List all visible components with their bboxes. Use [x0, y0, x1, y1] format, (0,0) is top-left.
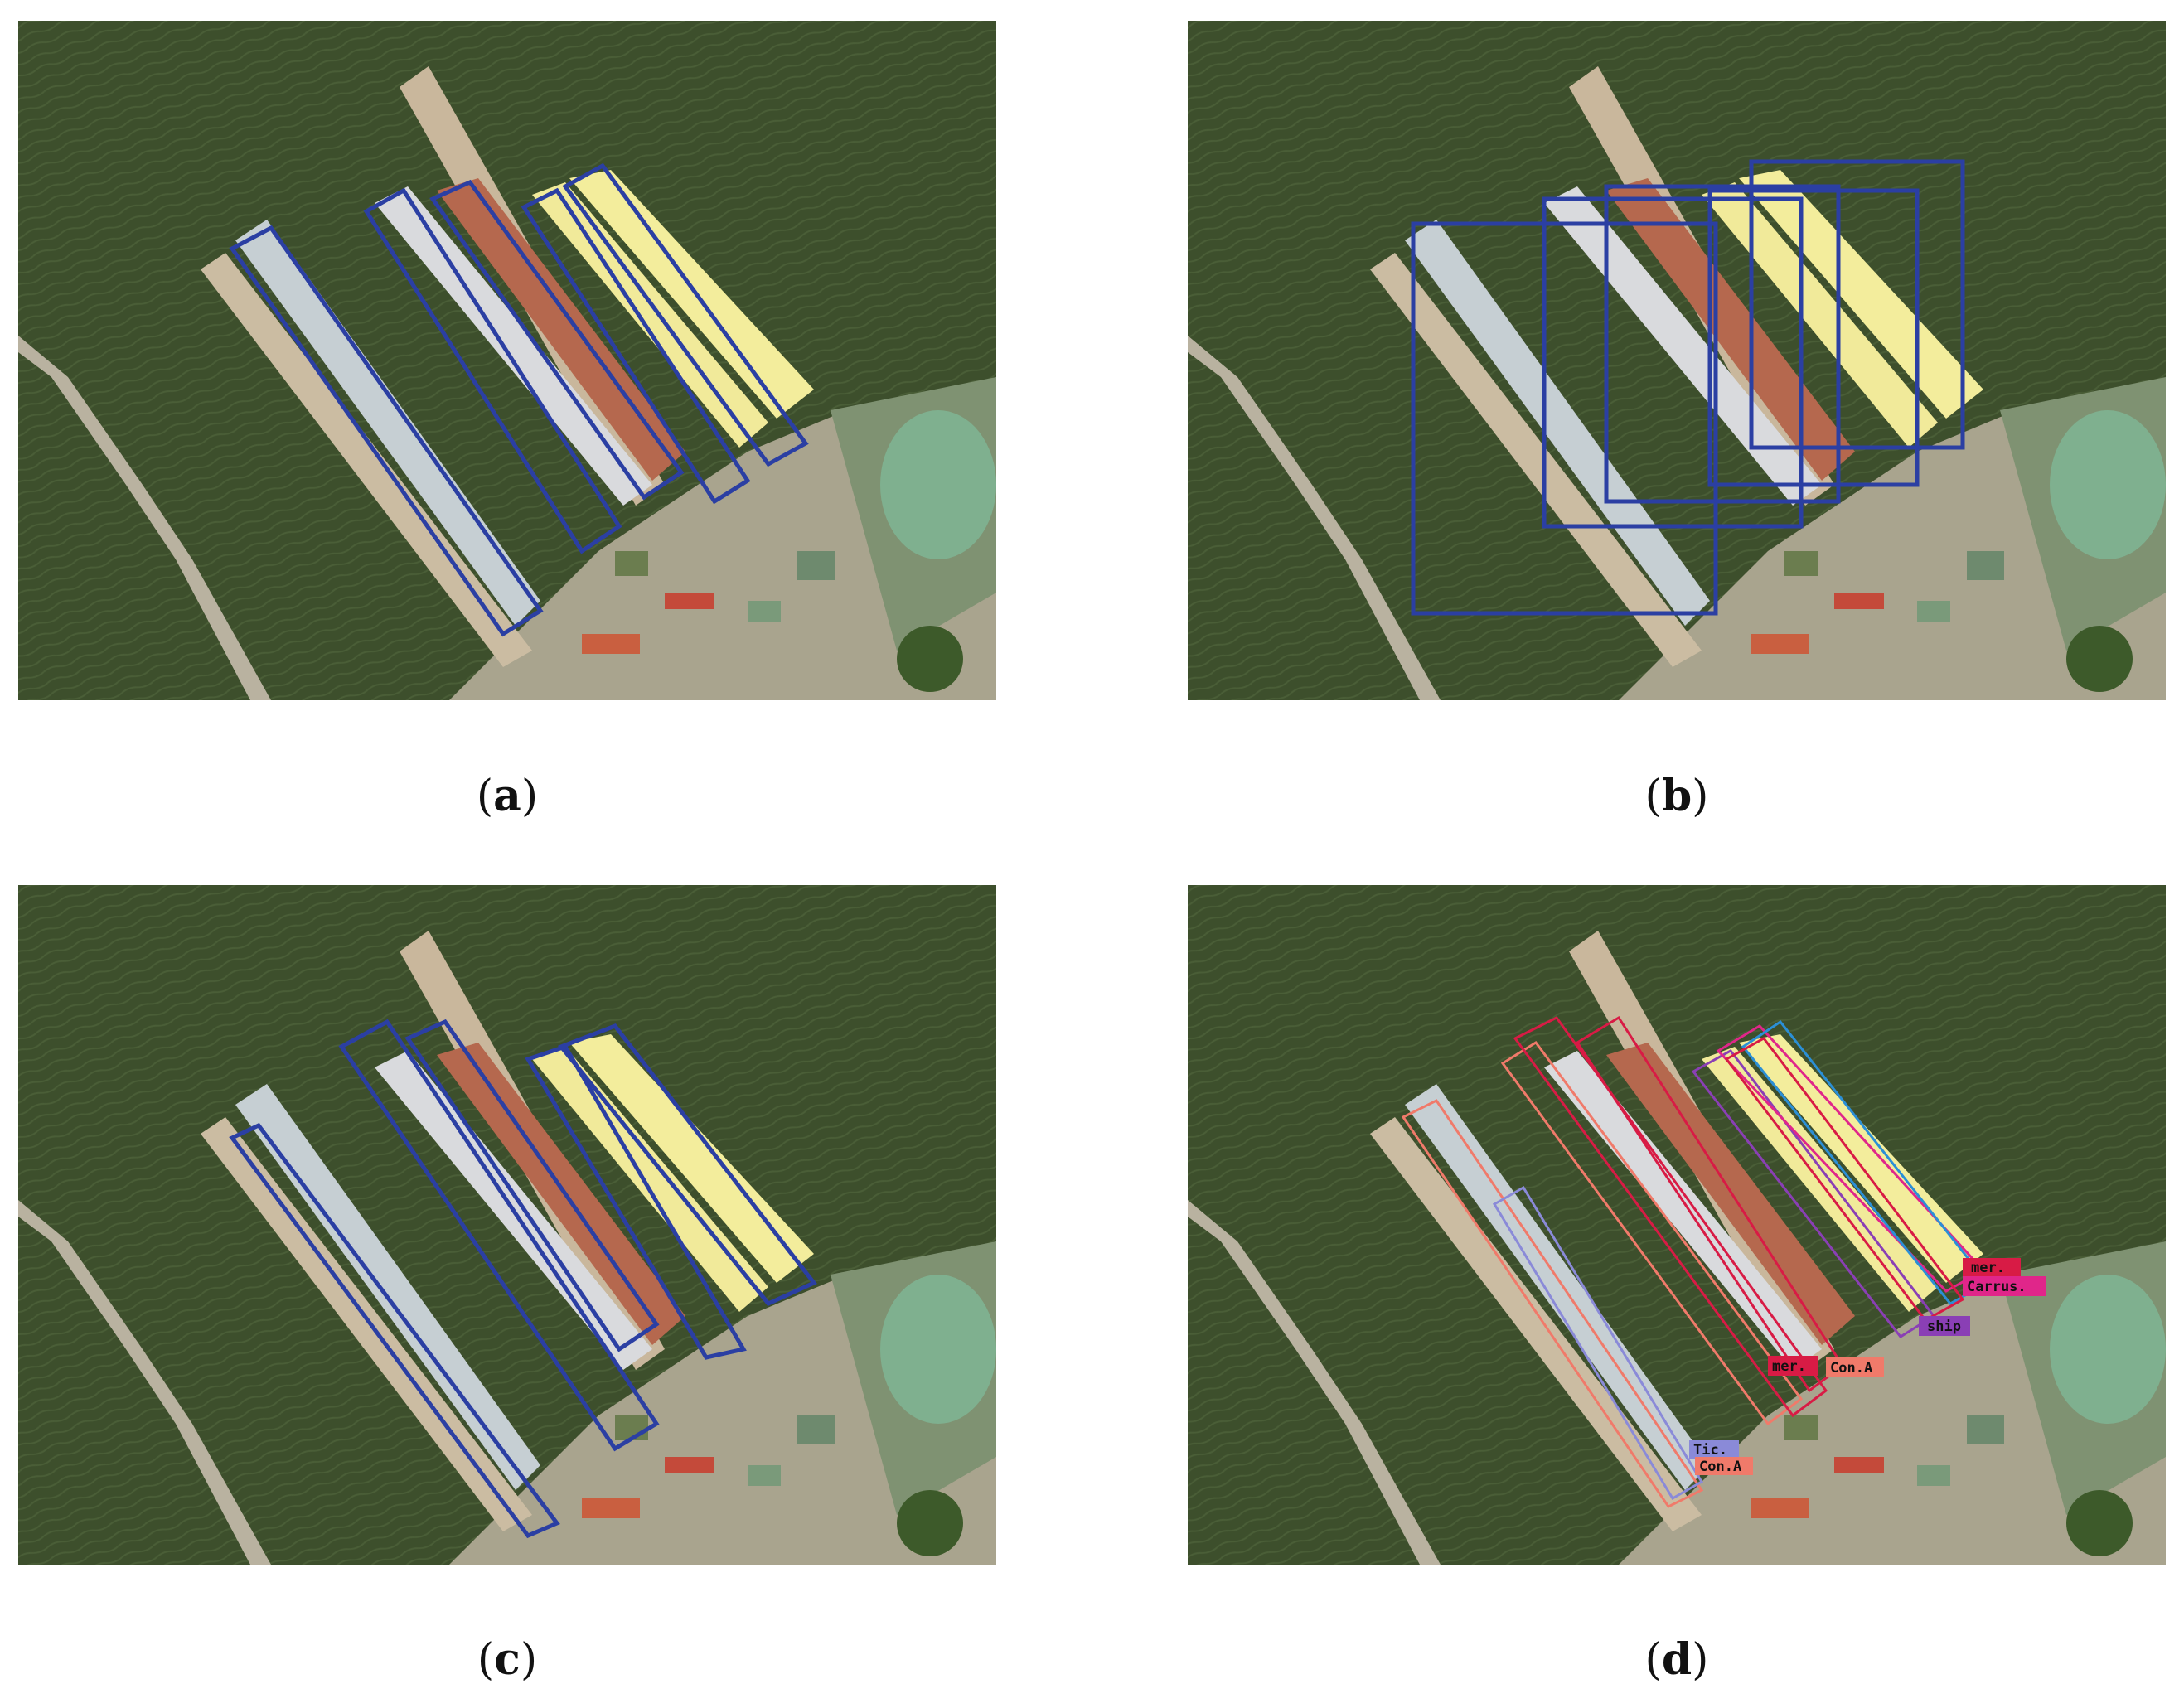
caption-c: (c): [477, 1634, 538, 1685]
tag-carrus-bg: [1963, 1276, 2046, 1296]
panel-b-image: [1188, 21, 2166, 700]
box-c-2: [338, 1019, 660, 1452]
panel-d-image: mer. Carrus. ship mer. Con.A Tic. Con.A: [1188, 885, 2166, 1565]
tag-ship-bg: [1919, 1316, 1970, 1336]
tag-tic: Tic.: [1693, 1442, 1727, 1459]
box-b-3: [1604, 184, 1841, 504]
caption-a: (a): [476, 771, 539, 821]
tag-con-a-low-bg: [1695, 1457, 1753, 1475]
box-d-red-3: [1724, 1037, 1965, 1322]
box-b-2: [1542, 196, 1804, 529]
box-d-salmon-1: [1401, 1099, 1704, 1508]
box-a-5: [562, 162, 809, 467]
box-b-1: [1411, 221, 1718, 616]
tag-mer-mid: mer.: [1772, 1358, 1806, 1375]
box-a-4: [521, 187, 751, 505]
box-d-red-1: [1513, 1016, 1828, 1418]
box-c-1: [229, 1122, 560, 1539]
tag-con-a-mid: Con.A: [1830, 1360, 1872, 1377]
panel-c-image: [18, 885, 996, 1565]
caption-b: (b): [1644, 771, 1709, 821]
tag-mer-mid-bg: [1768, 1356, 1818, 1376]
box-c-3: [404, 1019, 660, 1352]
tag-tic-bg: [1689, 1440, 1739, 1459]
tag-ship: ship: [1927, 1318, 1961, 1335]
box-a-3: [429, 179, 685, 501]
box-d-lavender: [1492, 1185, 1704, 1501]
tag-mer-top: mer.: [1971, 1260, 2005, 1276]
box-b-4: [1707, 188, 1920, 487]
box-c-5: [557, 1023, 817, 1307]
tag-carrus: Carrus.: [1967, 1279, 2027, 1295]
panel-a-image: [18, 21, 996, 700]
box-a-2: [363, 187, 622, 554]
box-b-5: [1749, 159, 1965, 450]
tag-con-a-mid-bg: [1826, 1357, 1884, 1377]
caption-d: (d): [1644, 1634, 1709, 1685]
tag-mer-top-bg: [1963, 1258, 2021, 1276]
box-c-4: [525, 1043, 747, 1360]
box-a-1: [229, 225, 544, 637]
tag-con-a-low: Con.A: [1699, 1459, 1741, 1475]
